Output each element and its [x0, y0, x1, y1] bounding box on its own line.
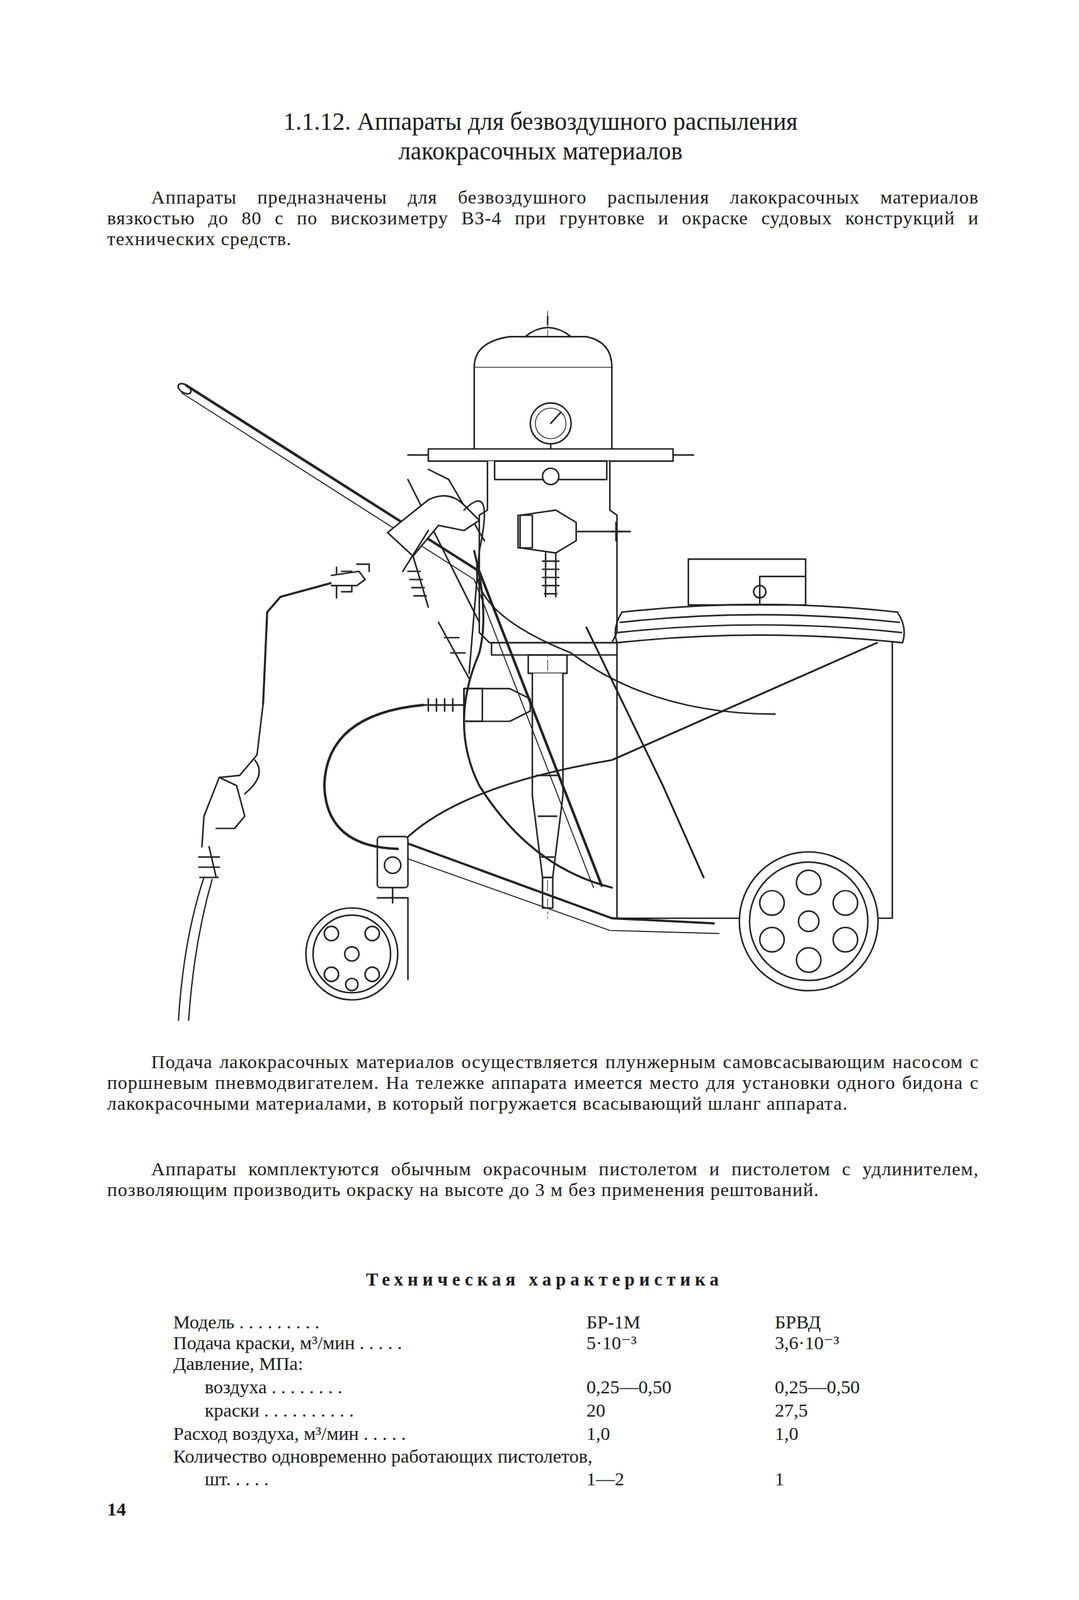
- table-cell: БР-1М: [586, 1310, 641, 1333]
- table-cell: БРВД: [774, 1310, 821, 1333]
- table-cell: воздуха . . . . . . . .: [204, 1375, 343, 1398]
- table-cell: 0,25—0,50: [586, 1375, 672, 1398]
- table-cell: 1: [774, 1467, 785, 1490]
- section-title: 1.1.12. Аппараты для безвоздушного распы…: [225, 107, 856, 167]
- body-paragraph: Подача лакокрасочных материалов осуществ…: [107, 1050, 979, 1114]
- page-number: 14: [107, 1497, 126, 1520]
- table-cell: Давление, МПа:: [173, 1351, 303, 1375]
- table-cell: 0,25—0,50: [774, 1375, 860, 1398]
- table-cell: краски . . . . . . . . . .: [204, 1398, 354, 1422]
- table-cell: Подача краски, м³/мин . . . . .: [173, 1330, 402, 1354]
- table-cell: 20: [586, 1398, 606, 1422]
- table-cell: 1,0: [586, 1421, 611, 1445]
- body-paragraph: Аппараты комплектуются обычным окрасочны…: [107, 1157, 979, 1200]
- table-cell: 1,0: [774, 1421, 799, 1445]
- table-cell: 27,5: [774, 1398, 809, 1422]
- table-cell: Модель . . . . . . . . .: [173, 1310, 320, 1333]
- table-cell: 3,6·10⁻³: [774, 1330, 840, 1354]
- body-paragraph: Аппараты предназначены для безвоздушного…: [107, 186, 979, 249]
- table-cell: 1—2: [586, 1467, 625, 1490]
- table-cell: 5·10⁻³: [586, 1330, 637, 1354]
- table-cell: Расход воздуха, м³/мин . . . . .: [173, 1421, 407, 1445]
- table-heading: Техническая характеристика: [5, 1268, 1079, 1290]
- table-cell: Количество одновременно работающих писто…: [173, 1444, 596, 1490]
